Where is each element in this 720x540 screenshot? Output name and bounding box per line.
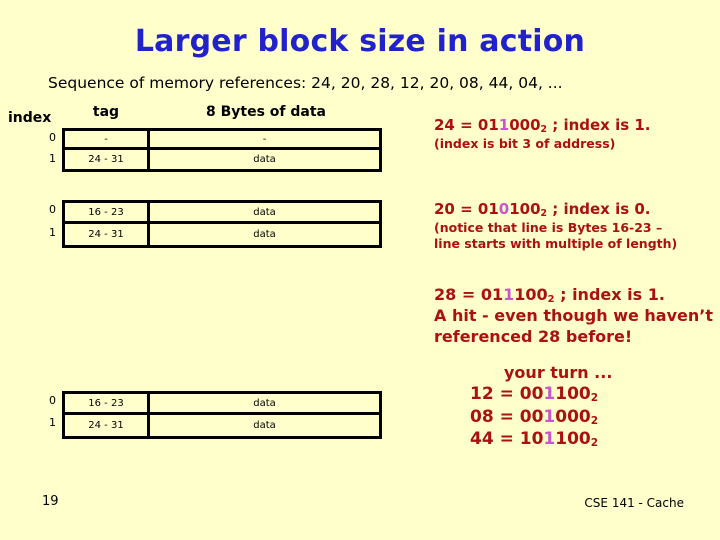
index-label: 0	[49, 394, 56, 407]
index-bit-highlight: 1	[498, 116, 510, 134]
binary-base-subscript: 2	[590, 437, 599, 450]
binary-base-subscript: 2	[547, 294, 555, 306]
index-bit-highlight: 1	[543, 384, 556, 405]
annotation-line: A hit - even though we haven’t	[434, 306, 713, 326]
table-row: - -	[65, 131, 379, 150]
tag-cell: 24 - 31	[65, 150, 150, 169]
annotation-line: (notice that line is Bytes 16-23 –	[434, 219, 663, 235]
annotation-line: 24 = 0110002 ; index is 1.	[434, 116, 651, 136]
data-cell: -	[262, 133, 267, 145]
tag-cell: -	[65, 131, 150, 147]
index-label: 1	[49, 226, 56, 239]
annotation-tail: ; index is 1.	[554, 285, 665, 304]
table-row: 16 - 23 data	[65, 394, 379, 415]
table-row: 24 - 31 data	[65, 224, 379, 245]
tag-cell: 24 - 31	[65, 224, 150, 245]
your-turn-heading: your turn ...	[504, 363, 613, 382]
annotation-line: referenced 28 before!	[434, 327, 633, 347]
index-bit-highlight: 1	[543, 428, 556, 449]
binary-prefix: 20 = 01	[434, 200, 499, 218]
annotation-address-20: 20 = 0101002 ; index is 0. (notice that …	[434, 200, 677, 253]
annotation-tail: ; index is 0.	[547, 200, 651, 218]
annotation-line: 28 = 0111002 ; index is 1.	[434, 284, 713, 305]
binary-suffix: 000	[555, 406, 591, 427]
cache-table-1: - - 24 - 31 data	[62, 128, 382, 172]
annotation-line: (index is bit 3 of address)	[434, 135, 616, 151]
tag-cell: 16 - 23	[65, 203, 150, 221]
binary-prefix: 08 = 00	[470, 406, 544, 427]
annotation-line: line starts with multiple of length)	[434, 236, 678, 252]
cache-table-2: 16 - 23 data 24 - 31 data	[62, 200, 382, 248]
binary-base-subscript: 2	[540, 208, 547, 220]
binary-prefix: 24 = 01	[434, 116, 499, 134]
annotation-address-24: 24 = 0110002 ; index is 1. (index is bit…	[434, 116, 651, 152]
binary-base-subscript: 2	[540, 124, 547, 136]
index-label: 0	[49, 203, 56, 216]
index-label: 1	[49, 416, 56, 429]
column-header-data: 8 Bytes of data	[206, 104, 326, 120]
annotation-your-turn: your turn ... 12 = 0011002 08 = 0010002 …	[470, 362, 612, 450]
tag-cell: 16 - 23	[65, 394, 150, 412]
annotation-line: 08 = 0010002	[470, 406, 612, 428]
cache-table-3: 16 - 23 data 24 - 31 data	[62, 391, 382, 439]
binary-base-subscript: 2	[590, 414, 599, 427]
binary-suffix: 100	[509, 200, 541, 218]
column-header-index: index	[8, 110, 52, 126]
data-cell: data	[253, 229, 276, 240]
binary-suffix: 100	[555, 384, 591, 405]
annotation-line: 20 = 0101002 ; index is 0.	[434, 200, 677, 220]
index-label: 0	[49, 131, 56, 144]
memory-reference-sequence: Sequence of memory references: 24, 20, 2…	[48, 74, 563, 92]
footer-credit: CSE 141 - Cache	[584, 496, 684, 510]
table-row: 16 - 23 data	[65, 203, 379, 224]
annotation-address-28: 28 = 0111002 ; index is 1. A hit - even …	[434, 284, 713, 347]
tag-cell: 24 - 31	[65, 415, 150, 436]
data-cell: data	[253, 154, 276, 165]
data-cell: data	[253, 206, 276, 218]
binary-suffix: 000	[509, 116, 541, 134]
column-header-tag: tag	[92, 104, 120, 120]
binary-suffix: 100	[555, 428, 591, 449]
binary-suffix: 100	[514, 285, 548, 304]
index-bit-highlight: 1	[543, 406, 556, 427]
binary-prefix: 44 = 10	[470, 428, 544, 449]
index-label: 1	[49, 152, 56, 165]
binary-prefix: 28 = 01	[434, 285, 504, 304]
table-row: 24 - 31 data	[65, 415, 379, 436]
table-row: 24 - 31 data	[65, 150, 379, 169]
annotation-line: 12 = 0011002	[470, 383, 612, 405]
page-title: Larger block size in action	[134, 24, 586, 59]
annotation-line: 44 = 1011002	[470, 428, 612, 450]
binary-base-subscript: 2	[590, 392, 599, 405]
slide-number: 19	[42, 494, 59, 509]
data-cell: data	[253, 397, 276, 409]
binary-prefix: 12 = 00	[470, 384, 544, 405]
index-bit-highlight: 1	[503, 285, 515, 304]
data-cell: data	[253, 420, 276, 431]
index-bit-highlight: 0	[498, 200, 510, 218]
annotation-tail: ; index is 1.	[547, 116, 651, 134]
